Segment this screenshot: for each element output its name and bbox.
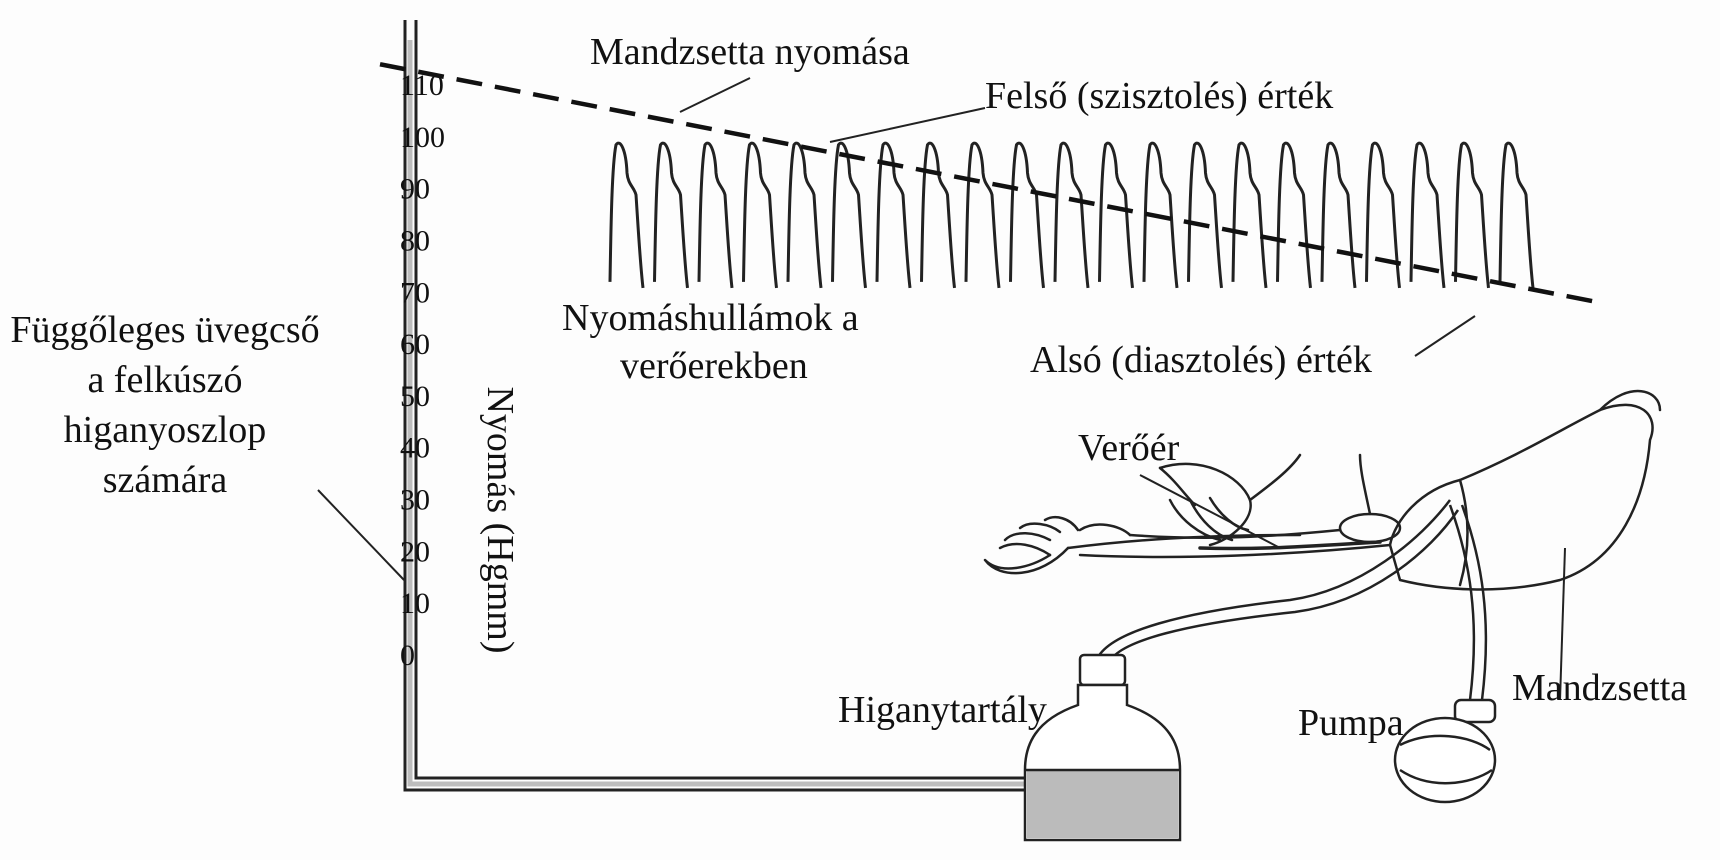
- tube-label-line1: Függőleges üvegcső: [10, 309, 319, 351]
- pulse-wave: [1320, 141, 1357, 289]
- glass-tube: [403, 20, 1080, 792]
- mercury-column: [407, 40, 1080, 787]
- pulse-wave: [875, 141, 912, 289]
- tick-label-60: 60: [400, 328, 430, 361]
- tick-label-10: 10: [400, 587, 430, 620]
- pulse-wave: [1498, 141, 1535, 289]
- tick-label-80: 80: [400, 224, 430, 257]
- pulse-wave: [1053, 141, 1090, 289]
- pulse-waves: [608, 141, 1535, 289]
- pulse-wave: [786, 141, 823, 289]
- pulse-wave: [831, 141, 867, 289]
- mercury-fill: [1027, 770, 1178, 838]
- pulse-wave: [653, 141, 689, 289]
- pulse-wave: [742, 141, 778, 289]
- systolic-label: Felső (szisztolés) érték: [985, 75, 1333, 117]
- pulse-wave: [1231, 141, 1268, 289]
- pulse-wave: [1142, 141, 1179, 289]
- artery-label: Verőér: [1078, 427, 1180, 469]
- pulse-wave: [920, 141, 956, 289]
- tick-label-0: 0: [400, 639, 415, 672]
- cuff-label: Mandzsetta: [1512, 667, 1687, 709]
- arm-illustration: [983, 390, 1662, 591]
- open-palm: [983, 546, 1070, 575]
- tick-label-70: 70: [400, 276, 430, 309]
- mercury-reservoir: [1023, 653, 1182, 842]
- tick-label-20: 20: [400, 535, 430, 568]
- tube-label-line3: higanyoszlop: [64, 409, 267, 451]
- cuff-pressure-line: [379, 62, 1601, 305]
- hoses: [1093, 499, 1488, 701]
- pulse-wave: [1454, 141, 1490, 289]
- pulse-wave: [1365, 141, 1401, 289]
- pulse-wave: [608, 141, 645, 289]
- pulse-wave: [697, 141, 734, 289]
- reservoir-label: Higanytartály: [838, 689, 1047, 731]
- forearm: [1078, 543, 1392, 559]
- pulse-wave: [1276, 141, 1312, 289]
- tick-label-30: 30: [400, 484, 430, 517]
- gauge: [1338, 512, 1402, 544]
- pump-bulb: [1393, 698, 1497, 804]
- diastolic-label: Alsó (diasztolés) érték: [1030, 339, 1372, 381]
- tick-label-100: 100: [400, 121, 445, 154]
- axis-title: Nyomás (Hgmm): [479, 386, 521, 653]
- tick-label-90: 90: [400, 173, 430, 206]
- pulse-wave: [1098, 141, 1134, 289]
- pulse-wave: [1187, 141, 1223, 289]
- pulse-waves-label-line2: verőerekben: [620, 345, 808, 387]
- tube-label-line2: a felkúszó: [87, 359, 242, 401]
- pulse-wave: [1009, 141, 1045, 289]
- cuff-pressure-label: Mandzsetta nyomása: [590, 31, 910, 73]
- artery: [1198, 540, 1382, 551]
- pulse-waves-label-line1: Nyomáshullámok a: [562, 297, 859, 339]
- leader-lines: [317, 77, 1566, 701]
- tube-label-line4: számára: [103, 459, 228, 501]
- tick-label-40: 40: [400, 432, 430, 465]
- cuff: [1388, 403, 1654, 591]
- tick-label-50: 50: [400, 380, 430, 413]
- pulse-wave: [1409, 141, 1446, 289]
- pump-label: Pumpa: [1298, 702, 1404, 744]
- pulse-wave: [964, 141, 1001, 289]
